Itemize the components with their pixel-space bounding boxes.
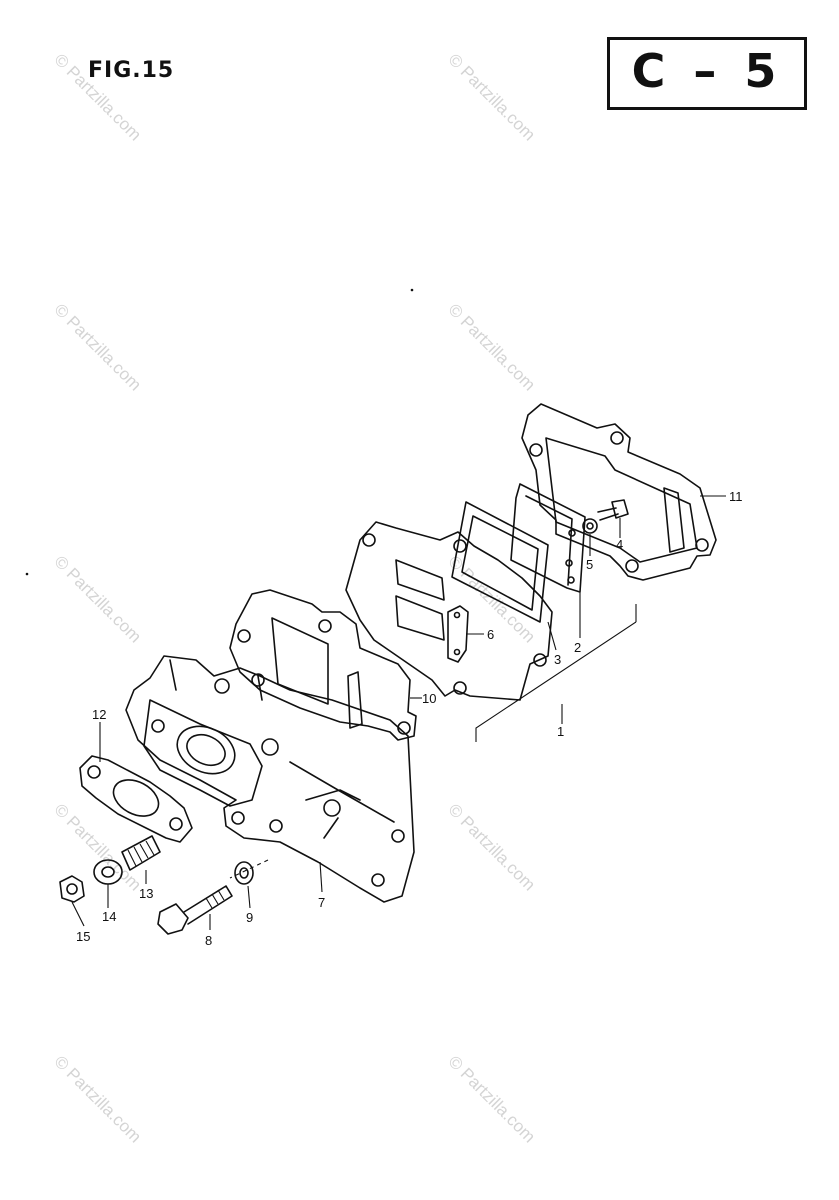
part-5-washer	[582, 518, 598, 534]
part-8-bolt	[157, 885, 233, 935]
callout-8: 8	[205, 933, 212, 948]
part-12-gasket	[79, 755, 193, 843]
callout-7: 7	[318, 895, 325, 910]
callout-4: 4	[616, 537, 623, 552]
part-11-gasket	[521, 403, 717, 581]
callout-10: 10	[422, 691, 436, 706]
callout-12: 12	[92, 707, 106, 722]
callout-1: 1	[557, 724, 564, 739]
callout-15: 15	[76, 929, 90, 944]
callout-2: 2	[574, 640, 581, 655]
part-2-stopper-plate	[510, 483, 586, 593]
figure-code: C – 5	[631, 44, 783, 98]
part-7-manifold	[125, 655, 415, 903]
part-15-nut	[59, 875, 85, 903]
part-14-washer	[93, 859, 123, 885]
figure-code-box: C – 5	[607, 37, 807, 110]
part-10-gasket	[229, 589, 417, 741]
figure-title: FIG.15	[88, 58, 175, 83]
part-3-reed	[451, 501, 549, 623]
part-4-screw	[597, 499, 629, 521]
part-13-stud	[121, 835, 161, 871]
part-9-washer	[234, 861, 254, 885]
callout-9: 9	[246, 910, 253, 925]
callout-14: 14	[102, 909, 116, 924]
callout-3: 3	[554, 652, 561, 667]
callout-6: 6	[487, 627, 494, 642]
callout-5: 5	[586, 557, 593, 572]
leader-lines	[71, 495, 726, 930]
callout-13: 13	[139, 886, 153, 901]
part-1-reed-valve	[345, 521, 553, 701]
part-6-holder	[447, 605, 469, 663]
callout-11: 11	[729, 489, 743, 504]
